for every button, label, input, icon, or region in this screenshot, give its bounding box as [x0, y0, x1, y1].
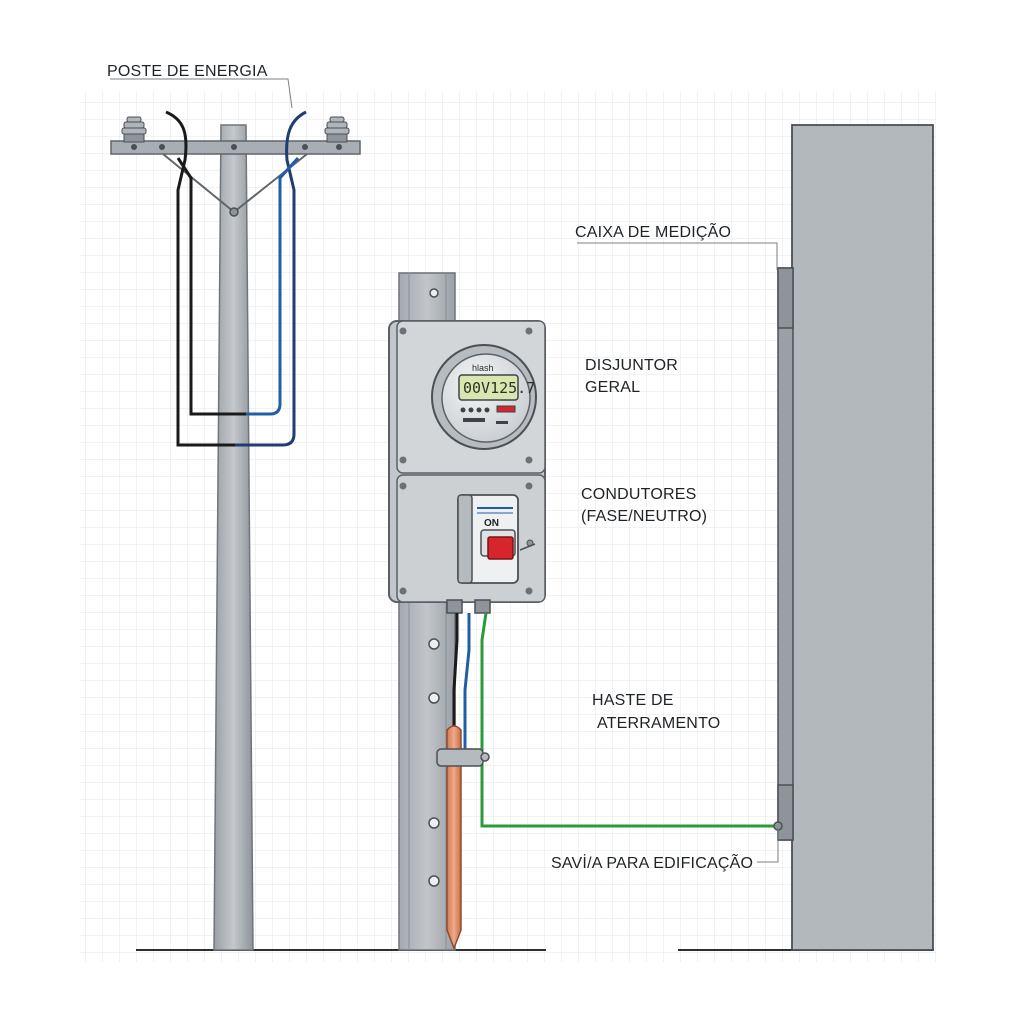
meter-display: [458, 374, 519, 401]
phase-wire-down: [452, 613, 459, 760]
insulator-left-icon: [121, 116, 147, 143]
pole-label-leader: [110, 78, 293, 109]
breaker-handle: [487, 536, 514, 560]
meter-reading: 00V125.7: [463, 379, 535, 397]
meter-box-label-leader: [577, 242, 778, 270]
utility-pole: [110, 124, 361, 951]
label-conductors-line1: CONDUTORES: [581, 486, 697, 503]
insulator-right-icon: [324, 116, 350, 143]
label-exit: SAVİ/A PARA EDIFICAÇÃO: [551, 852, 753, 872]
ground-wire: [480, 612, 774, 828]
label-breaker-line2: GERAL: [585, 379, 640, 396]
grounding-rod: [436, 725, 490, 951]
label-ground-line2: ATERRAMENTO: [597, 715, 720, 732]
meter-brand: hlash: [472, 363, 494, 373]
energy-meter: hlash 00V125.7: [431, 344, 537, 450]
label-ground-line1: HASTE DE: [592, 692, 674, 709]
label-pole: POSTE DE ENERGIA: [107, 63, 268, 80]
pole-phase-wire-inner: [176, 157, 246, 416]
label-meter-box: CAIXA DE MEDIÇÃO: [575, 221, 731, 241]
breaker-state-label: ON: [484, 518, 499, 529]
pole-neutral-wire-inner: [246, 156, 300, 416]
label-breaker-line1: DISJUNTOR: [585, 357, 678, 374]
pole-phase-wire-outer: [165, 110, 235, 447]
main-breaker: ON: [457, 494, 536, 584]
pole-neutral-wire-outer: [235, 110, 307, 447]
label-conductors-line2: (FASE/NEUTRO): [581, 508, 707, 525]
neutral-wire-down: [463, 613, 471, 760]
building-wall: [773, 124, 934, 951]
exit-label-leader: [757, 828, 779, 863]
